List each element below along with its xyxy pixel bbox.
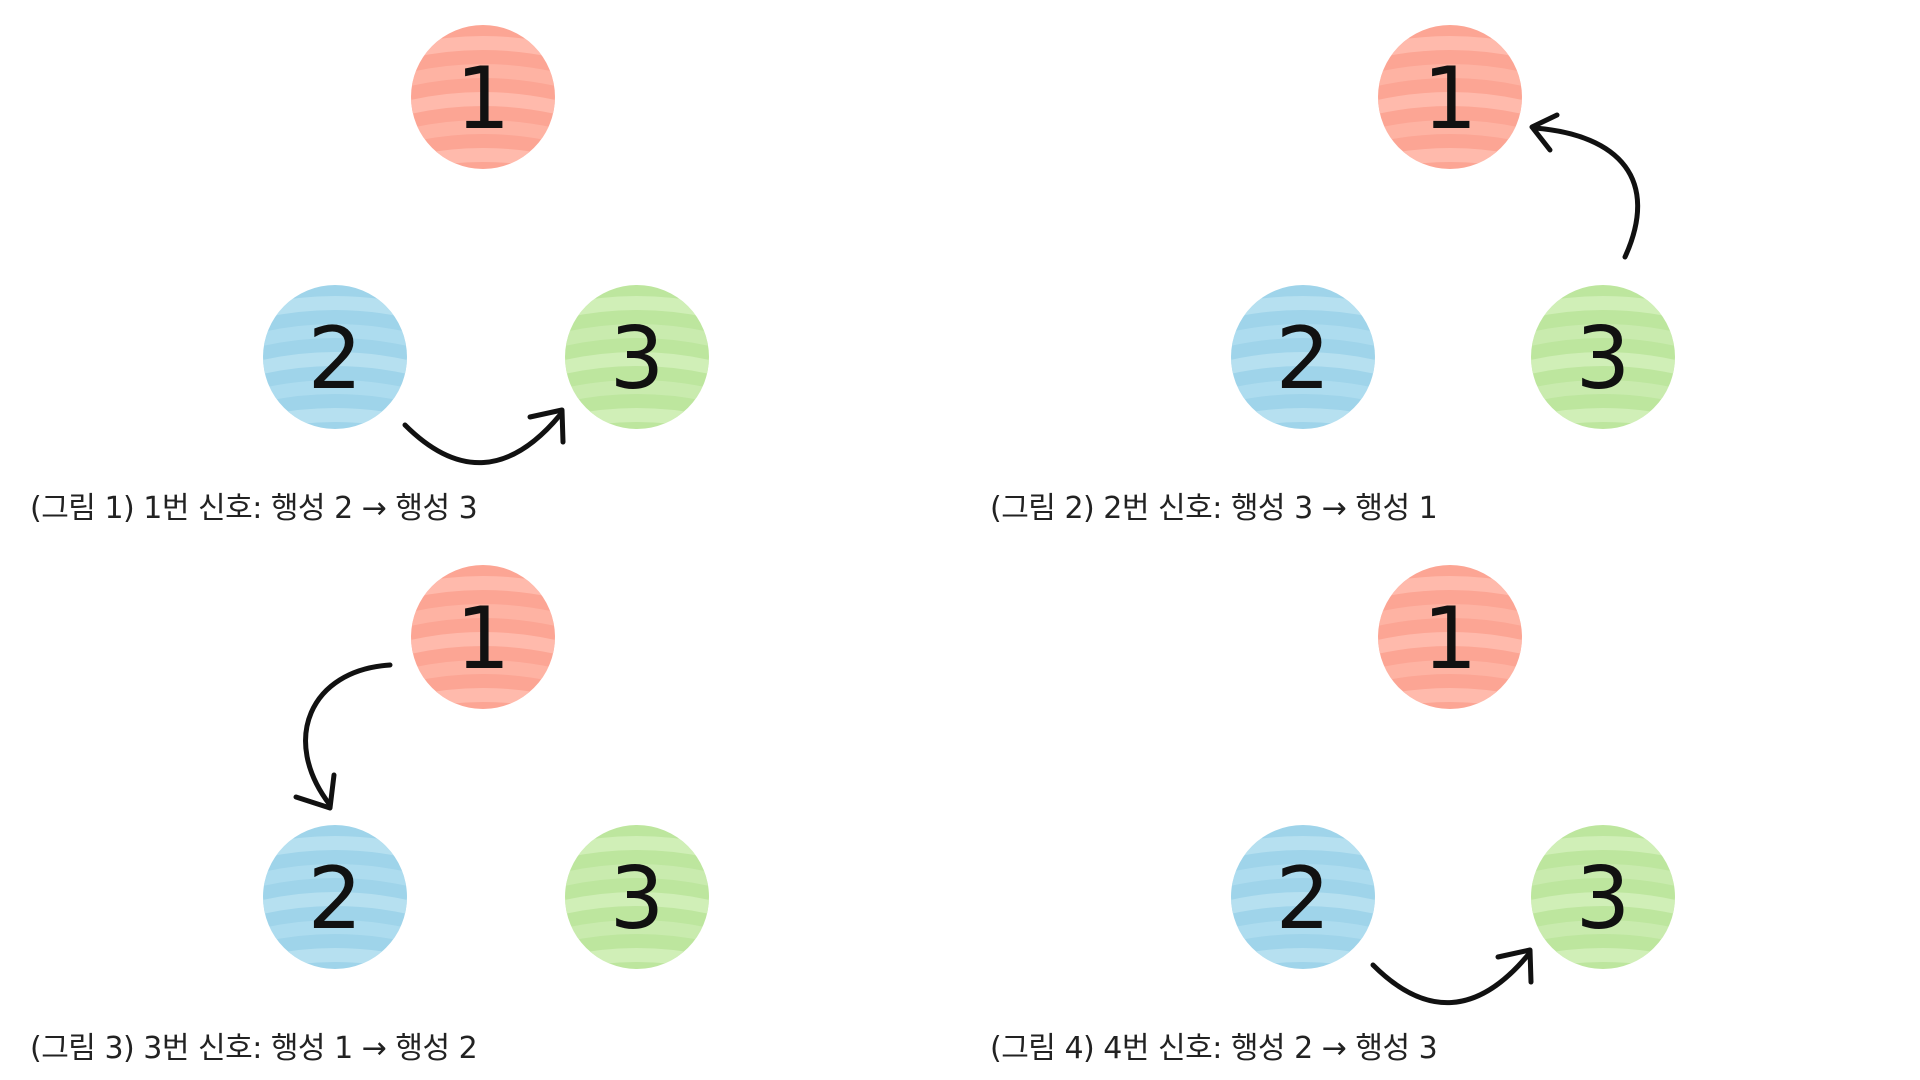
planet-label: 3 (1576, 849, 1631, 949)
planet-label: 2 (1276, 849, 1331, 949)
planet-2: 2 (263, 825, 407, 969)
planet-label: 3 (610, 309, 665, 409)
planet-2: 2 (263, 285, 407, 429)
panel-1-graphic: 1 2 3 (263, 25, 709, 466)
planet-2: 2 (1231, 285, 1375, 429)
planet-1: 1 (1378, 25, 1522, 169)
panel-2: 1 2 3 (그림 2) 2번 신호: 행성 3 → 행성 1 (960, 0, 1920, 540)
planet-stripes (1531, 836, 1675, 969)
planet-3: 3 (1531, 825, 1675, 969)
planet-label: 2 (1276, 309, 1331, 409)
planet-stripes (263, 296, 407, 429)
planet-3: 3 (1531, 285, 1675, 429)
signal-arrow (402, 407, 566, 466)
panel-1: 1 2 3 (그림 1) 1번 신호: 행성 2 → 행성 3 (0, 0, 960, 540)
planet-2: 2 (1231, 825, 1375, 969)
panel-2-graphic: 1 2 3 (1231, 25, 1675, 429)
planet-stripes (263, 836, 407, 969)
planet-label: 1 (456, 589, 511, 689)
planet-label: 2 (308, 849, 363, 949)
planet-stripes (1531, 296, 1675, 429)
planet-1: 1 (1378, 565, 1522, 709)
panel-3-caption: (그림 3) 3번 신호: 행성 1 → 행성 2 (30, 1031, 478, 1066)
planet-stripes (1378, 576, 1522, 709)
planet-stripes (565, 296, 709, 429)
planet-stripes (411, 36, 555, 169)
panel-1-caption: (그림 1) 1번 신호: 행성 2 → 행성 3 (30, 491, 478, 526)
planet-stripes (1231, 836, 1375, 969)
planet-stripes (411, 576, 555, 709)
panel-4: 1 2 3 (그림 4) 4번 신호: 행성 2 → 행성 3 (960, 540, 1920, 1080)
signal-arrow (293, 662, 393, 811)
planet-1: 1 (411, 565, 555, 709)
panel-3-graphic: 1 2 3 (263, 565, 709, 969)
signal-arrow (1529, 112, 1641, 260)
planet-label: 1 (1423, 49, 1478, 149)
planet-1: 1 (411, 25, 555, 169)
planet-label: 2 (308, 309, 363, 409)
planet-3: 3 (565, 825, 709, 969)
panel-3: 1 2 3 (그림 3) 3번 신호: 행성 1 → 행성 2 (0, 540, 960, 1080)
planet-stripes (1378, 36, 1522, 169)
planet-3: 3 (565, 285, 709, 429)
planet-label: 1 (456, 49, 511, 149)
planet-stripes (1231, 296, 1375, 429)
panel-4-caption: (그림 4) 4번 신호: 행성 2 → 행성 3 (990, 1031, 1438, 1066)
panel-2-caption: (그림 2) 2번 신호: 행성 3 → 행성 1 (990, 491, 1438, 526)
planet-label: 3 (1576, 309, 1631, 409)
planet-stripes (565, 836, 709, 969)
signal-arrow (1370, 947, 1534, 1006)
planet-label: 3 (610, 849, 665, 949)
planet-label: 1 (1423, 589, 1478, 689)
panel-4-graphic: 1 2 3 (1231, 565, 1675, 1006)
